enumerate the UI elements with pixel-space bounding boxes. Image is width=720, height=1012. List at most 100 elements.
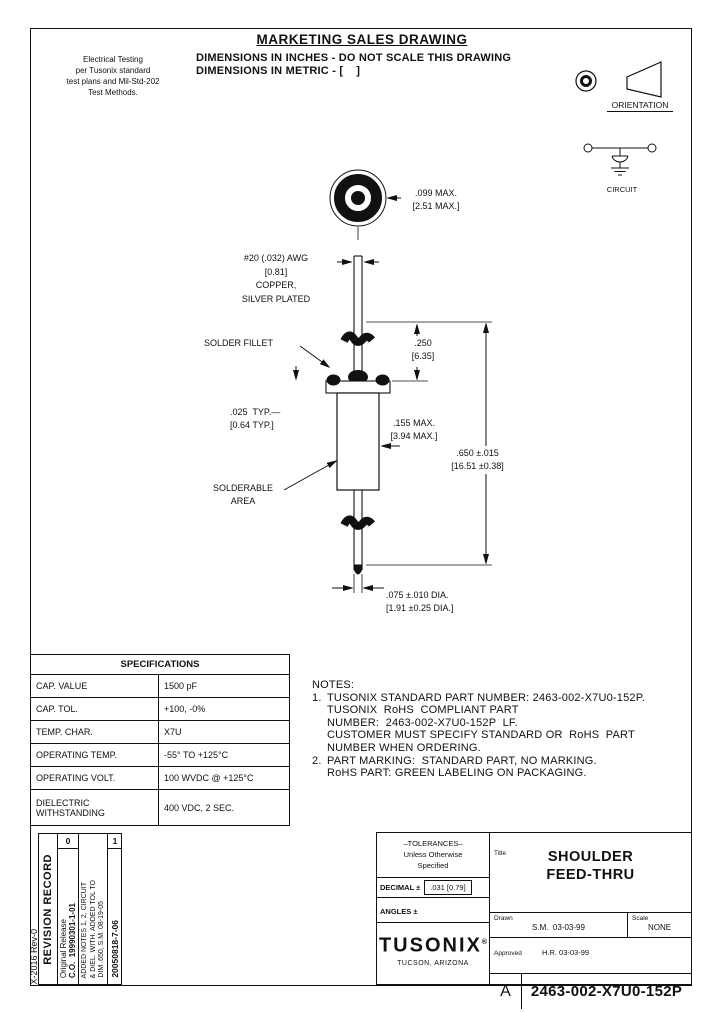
spec-table-title: SPECIFICATIONS [31,655,289,675]
subtitle-metric: DIMENSIONS IN METRIC - [ ] [196,65,361,77]
orientation-washer-icon [575,70,597,92]
approved-value: H.R. 03-03-99 [541,948,590,957]
tolerances-subtitle: Specified [417,861,449,870]
spec-label: CAP. TOL. [31,698,159,720]
dim-metric: [2.51 MAX.] [412,201,460,211]
note-indent [312,742,327,755]
dim-top-diameter: .099 MAX. [2.51 MAX.] [396,187,476,213]
note-line: NUMBER: 2463-002-X7U0-152P LF. [327,716,518,729]
dim-value: .025 TYP.— [230,407,281,417]
sheet-border [30,28,692,986]
note-indent [312,717,327,730]
spec-label: DIELECTRIC WITHSTANDING [31,790,159,825]
note-number: 2. [312,754,322,767]
revision-1-desc-line: DIM .650, S.M. 08-19-05 [98,901,106,978]
title-block: Title SHOULDER FEED-THRU Drawn S.M. 03-0… [490,832,692,1009]
notes-heading: NOTES: [312,679,355,691]
revision-record-title: REVISION RECORD [42,853,54,965]
revision-0-desc: Original Release [58,918,68,978]
circuit-label: CIRCUIT [606,185,638,194]
page-title: MARKETING SALES DRAWING [256,32,468,47]
notes: NOTES: 1. TUSONIX STANDARD PART NUMBER: 2… [312,679,645,780]
drawn-value: S.M. 03-03-99 [532,923,585,932]
solder-fillet-leader [299,345,329,367]
spec-label: CAP. VALUE [31,675,159,697]
note-number: 1. [312,691,322,704]
dim-metric: [1.91 ±0.25 DIA.] [386,603,454,613]
table-row: CAP. TOL. +100, -0% [31,698,289,721]
orientation-cone-icon [626,61,662,98]
scale-label: Scale [632,915,649,922]
side-view-wire-top [353,255,363,378]
spec-value: +100, -0% [164,704,206,714]
dim-155-max: .155 MAX. [3.94 MAX.] [376,417,452,443]
dim-metric: [3.94 MAX.] [390,431,438,441]
dim-value: .155 MAX. [392,418,436,428]
part-number: 2463-002-X7U0-152P [530,983,683,1000]
drawing-title-line: SHOULDER [547,849,634,865]
table-row: TEMP. CHAR. X7U [31,721,289,744]
revision-1-desc-line: & DIEL. WITH. ADDED TOL TO [89,879,97,978]
decimal-tolerance-label: DECIMAL ± [380,883,421,892]
drawn-label: Drawn [494,915,513,922]
note-indent [312,704,327,717]
dim-metric: [0.64 TYP.] [230,420,274,430]
wire-break-symbol-2 [343,518,373,527]
wire-tip [353,564,363,575]
angles-tolerance-label: ANGLES ± [380,907,418,916]
capacitor-body [336,392,380,491]
spec-value: 100 WVDC @ +125°C [164,773,254,783]
electrical-note-line: Test Methods. [88,88,138,97]
title-label: Title [494,850,507,857]
electrical-note-line: Electrical Testing [83,55,143,64]
revision-0-co: C.O. 19990301-1-01 [68,902,78,978]
note-line: RoHS PART: GREEN LABELING ON PACKAGING. [327,767,587,780]
table-row: OPERATING VOLT. 100 WVDC @ +125°C [31,767,289,790]
circuit-symbol-icon [583,143,657,176]
specifications-table: SPECIFICATIONS CAP. VALUE 1500 pF CAP. T… [30,654,290,826]
dim-value: .099 MAX. [414,188,458,198]
spec-label: OPERATING VOLT. [31,767,159,789]
spec-value: 1500 pF [164,681,198,691]
wire-spec-label: #20 (.032) AWG [0.81] COPPER, SILVER PLA… [228,252,324,306]
note-line: CUSTOMER MUST SPECIFY STANDARD OR RoHS P… [327,729,635,742]
wire-label-line: [0.81] [264,266,288,277]
dim-650: .650 ±.015 [16.51 ±0.38] [430,447,525,473]
tolerances-subtitle: Unless Otherwise [403,850,463,859]
dim-value: .075 ±.010 DIA. [386,590,449,600]
note-line: TUSONIX STANDARD PART NUMBER: 2463-002-X… [327,691,646,704]
note-line: PART MARKING: STANDARD PART, NO MARKING. [327,754,597,767]
note-indent [312,729,327,742]
table-row: DIELECTRIC WITHSTANDING 400 VDC, 2 SEC. [31,790,289,825]
registered-mark-icon: ® [481,939,488,946]
spec-label: OPERATING TEMP. [31,744,159,766]
revision-0-number: 0 [58,834,78,849]
decimal-tolerance-value: .031 [0.79] [424,880,472,895]
electrical-note-line: test plans and Mil-Std-202 [66,77,160,86]
drawing-title-line: FEED-THRU [546,867,635,883]
subtitle-inches: DIMENSIONS IN INCHES - DO NOT SCALE THIS… [196,52,512,64]
revision-record-block: 0 1 REVISION RECORD Original Release C.O… [38,833,122,985]
logo-text: TUSONIX [378,934,482,957]
size-letter: A [490,974,522,1009]
dim-075-dia: .075 ±.010 DIA. [1.91 ±0.25 DIA.] [386,589,453,615]
revision-1-desc-line: ADDED NOTES 1, 2, CIRCUIT [80,881,88,978]
solder-fillet-label: SOLDER FILLET [204,338,274,348]
logo-city: TUCSON, ARIZONA [397,959,469,967]
solderable-area-label: SOLDERABLE AREA [198,482,288,508]
top-view [329,169,401,240]
approved-label: Approved [494,950,522,957]
spec-value: 400 VDC, 2 SEC. [164,802,235,813]
label-line: AREA [230,496,256,506]
solderable-area-leader [283,461,336,491]
note-indent [312,767,327,780]
wire-label-line: #20 (.032) AWG [243,253,309,263]
dim-value: .650 ±.015 [456,448,499,458]
scale-value: NONE [647,923,672,932]
side-view-wire-bottom [353,490,363,570]
tolerances-title: –TOLERANCES– [403,839,463,848]
note-line: NUMBER WHEN ORDERING. [327,741,481,754]
spec-label: TEMP. CHAR. [31,721,159,743]
